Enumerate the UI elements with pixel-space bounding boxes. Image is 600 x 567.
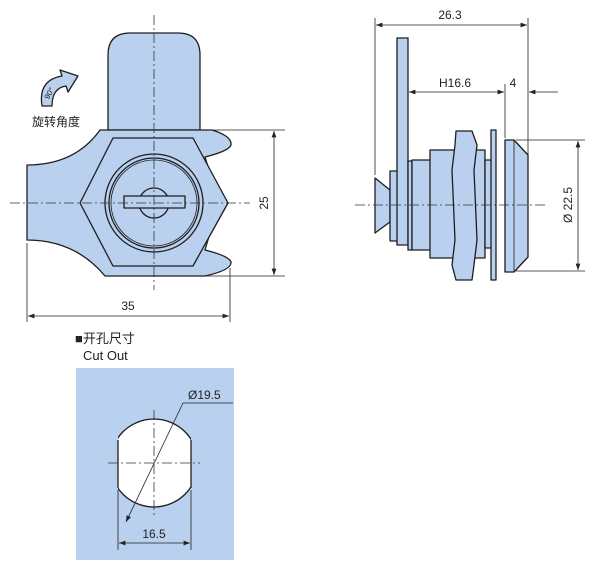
rotation-label: 旋转角度: [32, 114, 80, 129]
cutout-title-cn: ■开孔尺寸: [75, 331, 135, 346]
flange: [504, 139, 529, 273]
flange-diameter-label: Ø 22.5: [561, 187, 575, 223]
diameter-leader: [125, 402, 184, 523]
front-view: 90° 旋转角度 25 35: [10, 15, 285, 322]
grip-dimension-label: H16.6: [439, 76, 471, 90]
knob: [374, 177, 391, 234]
overall-length-label: 26.3: [438, 8, 462, 22]
height-dimension-label: 25: [257, 196, 271, 210]
key-slot: [123, 195, 186, 209]
flange-dimension-label: 4: [510, 76, 517, 90]
flat-width-label: 16.5: [142, 527, 166, 541]
width-dimension-label: 35: [121, 299, 135, 313]
rotation-icon: 90°: [40, 69, 79, 107]
cutout-title-en: Cut Out: [83, 348, 128, 363]
lever-cap: [107, 32, 201, 131]
side-view: 26.3 H16.6 4 Ø 22.5: [355, 8, 585, 281]
diameter-label: Ø19.5: [188, 388, 221, 402]
lever: [396, 37, 409, 246]
cutout-view: ■开孔尺寸 Cut Out Ø19.5 16.5: [75, 331, 234, 560]
hex-nut-profile: [451, 130, 478, 281]
